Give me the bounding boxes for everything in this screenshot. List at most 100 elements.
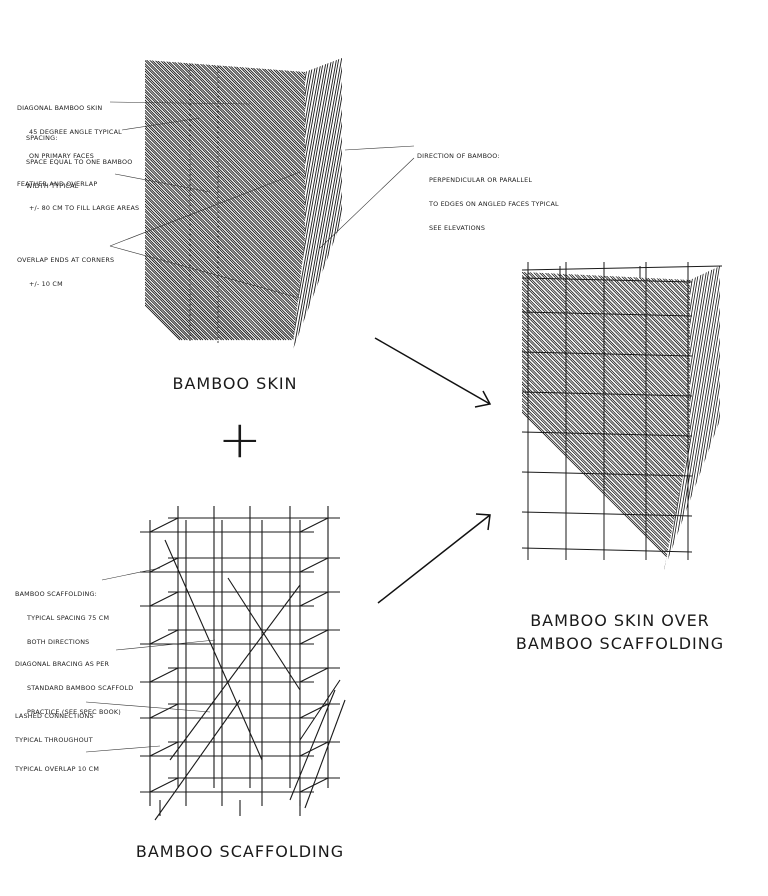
bamboo-skin-pole bbox=[145, 60, 243, 341]
bamboo-skin-pole bbox=[292, 58, 336, 352]
bamboo-skin-pole bbox=[145, 60, 305, 341]
bamboo-skin-pole bbox=[522, 272, 690, 570]
bamboo-skin-pole bbox=[704, 266, 720, 570]
note-line: +/- 10 CM bbox=[29, 280, 63, 288]
bamboo-skin-pole bbox=[145, 60, 290, 341]
bamboo-skin-pole bbox=[145, 60, 305, 341]
bamboo-skin-pole bbox=[145, 60, 305, 341]
title-bamboo-scaffolding: BAMBOO SCAFFOLDING bbox=[135, 842, 345, 861]
bamboo-skin-pole bbox=[145, 60, 305, 341]
bamboo-skin-pole bbox=[145, 60, 305, 341]
bamboo-skin-pole bbox=[522, 272, 690, 570]
bamboo-skin-pole bbox=[527, 272, 690, 570]
bamboo-skin-pole bbox=[188, 60, 305, 341]
scaffold-transom bbox=[299, 741, 329, 757]
note-line: TYPICAL SPACING 75 CM bbox=[27, 614, 110, 622]
bamboo-skin-pole bbox=[145, 60, 305, 341]
bamboo-skin-pole bbox=[522, 272, 690, 570]
bamboo-skin-pole bbox=[193, 60, 305, 341]
bamboo-skin-pole bbox=[602, 272, 690, 570]
bamboo-skin-pole bbox=[181, 60, 305, 341]
bamboo-skin-pole bbox=[145, 60, 287, 341]
note-line: PRACTICE (SEE SPEC BOOK) bbox=[27, 708, 121, 716]
bamboo-skin-pole bbox=[555, 272, 690, 570]
bamboo-skin-pole bbox=[145, 60, 295, 341]
bamboo-skin-pole bbox=[617, 272, 690, 570]
note-line: PERPENDICULAR OR PARALLEL bbox=[429, 176, 533, 184]
bamboo-skin-pole bbox=[585, 272, 690, 570]
bamboo-skin-pole bbox=[145, 60, 305, 341]
bamboo-skin-pole bbox=[145, 60, 228, 341]
bamboo-skin-pole bbox=[145, 60, 305, 341]
bamboo-skin-pole bbox=[622, 272, 690, 570]
scaffold-transom bbox=[299, 591, 329, 607]
bamboo-skin-pole bbox=[522, 272, 690, 570]
note-line: 45 DEGREE ANGLE TYPICAL bbox=[29, 128, 122, 136]
bamboo-skin-pole bbox=[522, 272, 690, 570]
bamboo-skin-pole bbox=[522, 272, 690, 570]
bamboo-skin-pole bbox=[145, 60, 305, 341]
scaffold-brace bbox=[299, 679, 341, 741]
bamboo-skin-pole bbox=[574, 272, 690, 570]
bamboo-skin-pole bbox=[569, 272, 690, 570]
bamboo-skin-pole bbox=[522, 272, 690, 570]
bamboo-skin-pole bbox=[191, 60, 305, 341]
bamboo-skin-pole bbox=[217, 60, 305, 341]
bamboo-skin-pole bbox=[145, 60, 305, 341]
bamboo-skin-pole bbox=[167, 60, 305, 341]
bamboo-skin-pole bbox=[145, 60, 305, 341]
bamboo-skin-pole bbox=[145, 60, 305, 341]
bamboo-skin-pole bbox=[699, 266, 720, 570]
bamboo-skin-pole bbox=[145, 60, 305, 341]
scaffold-transom bbox=[149, 517, 179, 533]
scaffold-brace bbox=[304, 699, 346, 809]
bamboo-skin-pole bbox=[145, 60, 222, 341]
bamboo-skin-pole bbox=[183, 60, 305, 341]
bamboo-skin-pole bbox=[145, 60, 305, 341]
bamboo-skin-pole bbox=[608, 272, 690, 570]
note-diagonal-skin: DIAGONAL BAMBOO SKIN 45 DEGREE ANGLE TYP… bbox=[17, 88, 122, 168]
note-line: LASHED CONNECTIONS bbox=[15, 712, 94, 720]
bamboo-skin-pole bbox=[578, 272, 690, 570]
bamboo-skin-pole bbox=[145, 60, 305, 341]
bamboo-skin-pole bbox=[145, 60, 235, 341]
note-bracing: DIAGONAL BRACING AS PER STANDARD BAMBOO … bbox=[15, 644, 133, 724]
note-line: FEATHER AND OVERLAP bbox=[17, 180, 98, 188]
bamboo-skin-pole bbox=[329, 58, 342, 352]
bamboo-skin-pole bbox=[319, 58, 342, 352]
bamboo-skin-pole bbox=[522, 272, 690, 570]
bamboo-skin-pole bbox=[145, 60, 305, 341]
note-spacing: SPACING: SPACE EQUAL TO ONE BAMBOO WIDTH… bbox=[26, 118, 132, 198]
bamboo-skin-pole bbox=[522, 272, 690, 570]
bamboo-skin-pole bbox=[145, 60, 305, 341]
bamboo-skin-pole bbox=[292, 58, 321, 352]
bamboo-skin-pole bbox=[145, 60, 274, 341]
bamboo-skin-pole bbox=[522, 272, 690, 570]
scaffold-brace bbox=[169, 584, 301, 761]
bamboo-skin-pole bbox=[630, 272, 690, 570]
bamboo-skin-pole bbox=[212, 60, 305, 341]
bamboo-skin-pole bbox=[600, 272, 690, 570]
bamboo-skin-pole bbox=[522, 272, 690, 570]
bamboo-skin-pole bbox=[718, 250, 768, 580]
bamboo-skin-pole bbox=[522, 272, 690, 570]
bamboo-skin-pole bbox=[691, 266, 720, 570]
bamboo-skin-pole bbox=[522, 272, 690, 570]
bamboo-skin-pole bbox=[292, 58, 342, 352]
bamboo-skin-pole bbox=[294, 58, 342, 352]
bamboo-skin-pole bbox=[145, 60, 251, 341]
bamboo-skin-pole bbox=[292, 58, 342, 352]
bamboo-skin-pole bbox=[170, 60, 305, 341]
bamboo-skin-pole bbox=[145, 60, 245, 341]
bamboo-skin-pole bbox=[145, 60, 233, 341]
bamboo-skin-pole bbox=[591, 272, 690, 570]
bamboo-skin-pole bbox=[522, 272, 690, 570]
bamboo-skin-pole bbox=[522, 272, 690, 570]
bamboo-skin-pole bbox=[173, 60, 305, 341]
bamboo-skin-pole bbox=[524, 272, 690, 570]
scaffold-brace bbox=[164, 539, 263, 761]
scaffold-transom bbox=[299, 667, 329, 683]
bamboo-skin-pole bbox=[689, 266, 720, 570]
bamboo-skin-pole bbox=[145, 60, 240, 341]
bamboo-skin-pole bbox=[214, 60, 305, 341]
